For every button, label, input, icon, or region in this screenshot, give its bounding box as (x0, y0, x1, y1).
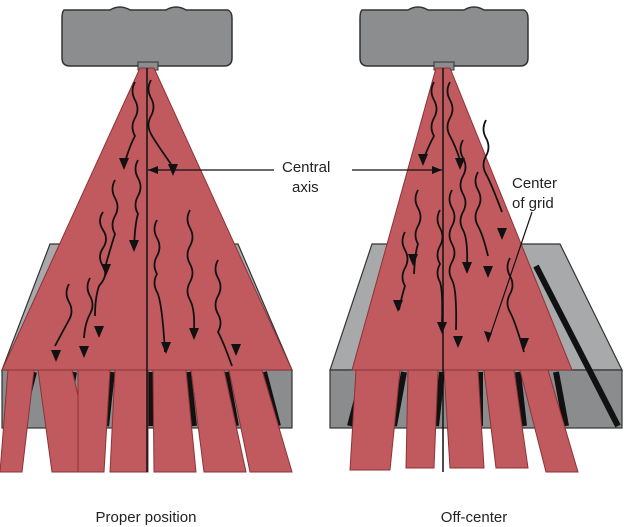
caption-off-center: Off-center (441, 509, 507, 526)
xray-tube-offset (359, 6, 529, 67)
callout-arrowhead-left (148, 166, 158, 174)
center-of-grid-arrowhead (484, 331, 492, 342)
central-axis-label-line2: axis (292, 179, 319, 196)
scatter-arrowheads (51, 158, 241, 362)
center-of-grid-label-line1: Center (512, 175, 557, 192)
off-center-panel (329, 6, 623, 473)
xray-tube (61, 6, 233, 67)
center-of-grid-pointer (487, 211, 533, 343)
scatter-arrowheads-offset (393, 154, 529, 350)
scatter-photon-arrows (54, 79, 233, 367)
center-of-grid-label-line2: of grid (512, 195, 554, 212)
central-axis-label-line1: Central (282, 159, 330, 176)
transmitted-beam-strips-offset (349, 369, 579, 473)
caption-proper-position: Proper position (96, 509, 197, 526)
grid-lead-strip-diagonal (533, 264, 621, 428)
callout-arrowhead-right (432, 166, 442, 174)
transmitted-beam-strips (0, 369, 293, 473)
xray-beam-offset (351, 67, 573, 371)
proper-position-panel (0, 6, 293, 473)
